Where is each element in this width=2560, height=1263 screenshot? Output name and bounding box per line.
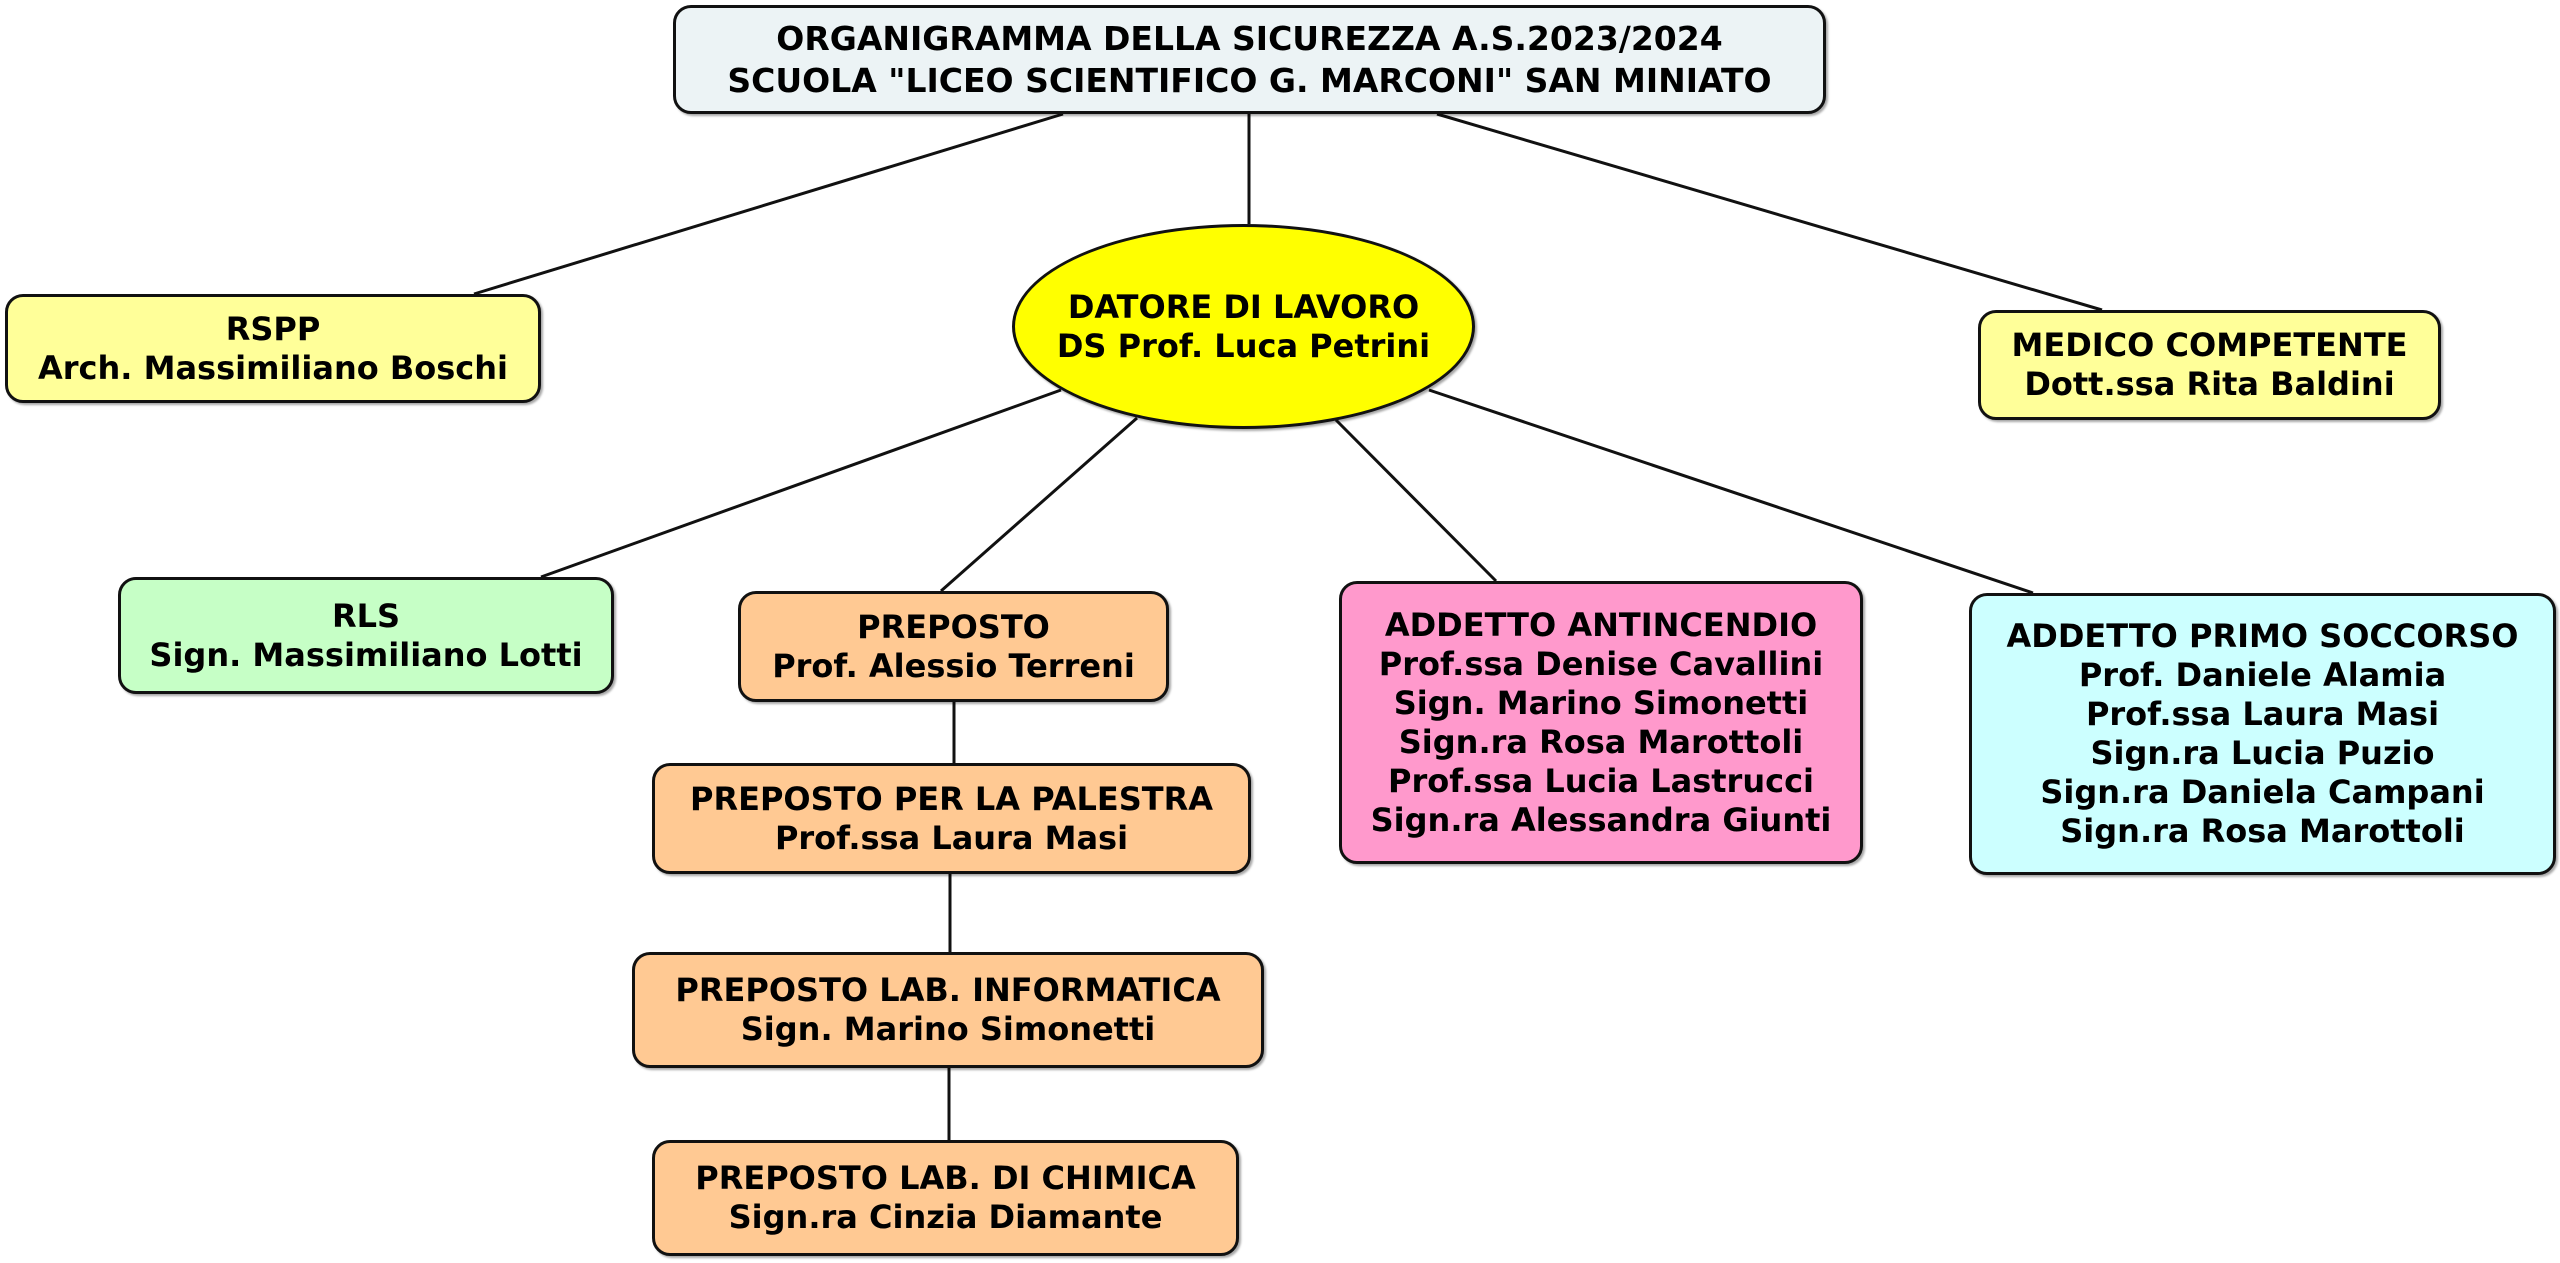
preposto-chimica-node: PREPOSTO LAB. DI CHIMICA Sign.ra Cinzia …	[652, 1140, 1239, 1256]
rls-node: RLS Sign. Massimiliano Lotti	[118, 577, 614, 694]
link-datore-preposto	[940, 416, 1138, 593]
preposto-name: Prof. Alessio Terreni	[772, 646, 1135, 685]
medico-name: Dott.ssa Rita Baldini	[2024, 365, 2395, 403]
primo-soccorso-node: ADDETTO PRIMO SOCCORSO Prof. Daniele Ala…	[1969, 593, 2556, 875]
rspp-role: RSPP	[225, 309, 321, 348]
medico-role: MEDICO COMPETENTE	[2011, 326, 2408, 364]
link-datore-primo-soccorso	[1428, 388, 2034, 595]
datore-role: DATORE DI LAVORO	[1067, 287, 1420, 326]
link-datore-rls	[540, 388, 1062, 579]
rls-role: RLS	[331, 596, 401, 635]
preposto-role: PREPOSTO	[857, 607, 1050, 646]
link-title-medico	[1436, 112, 2103, 312]
primo-soccorso-member: Prof.ssa Laura Masi	[2085, 695, 2440, 733]
primo-soccorso-member: Sign.ra Daniela Campani	[2040, 773, 2485, 811]
preposto-informatica-role: PREPOSTO LAB. INFORMATICA	[675, 971, 1221, 1009]
link-title-rspp	[473, 112, 1064, 296]
link-datore-antincendio	[1334, 418, 1498, 583]
primo-soccorso-member: Prof. Daniele Alamia	[2078, 656, 2447, 694]
rspp-node: RSPP Arch. Massimiliano Boschi	[5, 294, 541, 403]
rspp-name: Arch. Massimiliano Boschi	[38, 348, 508, 387]
medico-node: MEDICO COMPETENTE Dott.ssa Rita Baldini	[1978, 310, 2441, 420]
antincendio-member: Sign.ra Alessandra Giunti	[1370, 800, 1832, 839]
antincendio-member: Sign.ra Rosa Marottoli	[1398, 722, 1804, 761]
preposto-palestra-node: PREPOSTO PER LA PALESTRA Prof.ssa Laura …	[652, 763, 1251, 874]
preposto-node: PREPOSTO Prof. Alessio Terreni	[738, 591, 1169, 702]
preposto-informatica-node: PREPOSTO LAB. INFORMATICA Sign. Marino S…	[632, 952, 1264, 1068]
antincendio-member: Sign. Marino Simonetti	[1393, 683, 1809, 722]
preposto-informatica-name: Sign. Marino Simonetti	[740, 1010, 1156, 1048]
title-line-2: SCUOLA "LICEO SCIENTIFICO G. MARCONI" SA…	[727, 60, 1772, 100]
datore-node: DATORE DI LAVORO DS Prof. Luca Petrini	[1012, 224, 1475, 429]
rls-name: Sign. Massimiliano Lotti	[149, 635, 583, 674]
antincendio-role: ADDETTO ANTINCENDIO	[1384, 605, 1818, 644]
preposto-chimica-role: PREPOSTO LAB. DI CHIMICA	[695, 1159, 1196, 1197]
antincendio-member: Prof.ssa Denise Cavallini	[1378, 644, 1824, 683]
primo-soccorso-member: Sign.ra Rosa Marottoli	[2060, 812, 2465, 850]
datore-name: DS Prof. Luca Petrini	[1056, 326, 1431, 365]
primo-soccorso-role: ADDETTO PRIMO SOCCORSO	[2006, 617, 2519, 655]
antincendio-member: Prof.ssa Lucia Lastrucci	[1387, 761, 1814, 800]
preposto-palestra-role: PREPOSTO PER LA PALESTRA	[689, 779, 1214, 818]
antincendio-node: ADDETTO ANTINCENDIO Prof.ssa Denise Cava…	[1339, 581, 1863, 864]
preposto-palestra-name: Prof.ssa Laura Masi	[774, 818, 1129, 857]
title-node: ORGANIGRAMMA DELLA SICUREZZA A.S.2023/20…	[673, 5, 1826, 114]
title-line-1: ORGANIGRAMMA DELLA SICUREZZA A.S.2023/20…	[776, 18, 1723, 58]
preposto-chimica-name: Sign.ra Cinzia Diamante	[728, 1198, 1163, 1236]
primo-soccorso-member: Sign.ra Lucia Puzio	[2090, 734, 2435, 772]
